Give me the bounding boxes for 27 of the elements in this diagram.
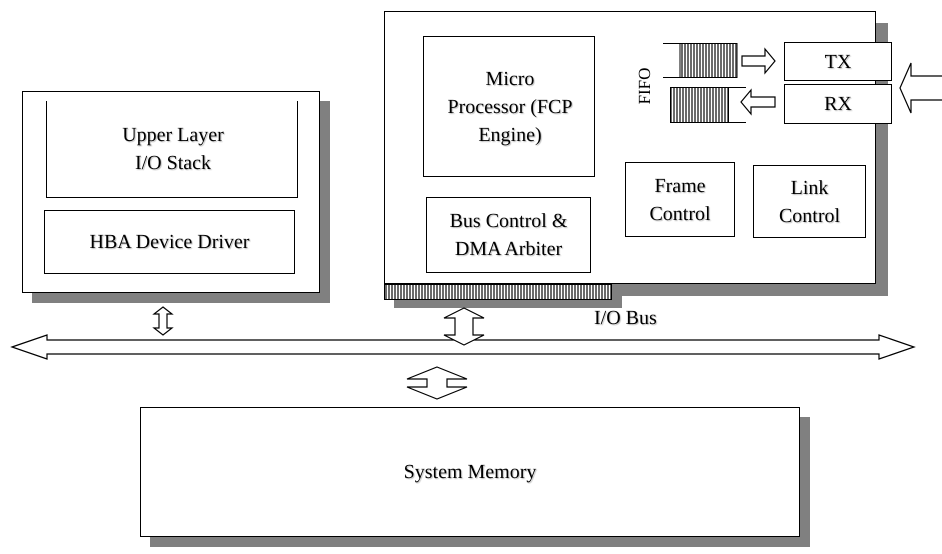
fifo-buffer (670, 87, 746, 123)
box-label: System Memory (402, 460, 538, 485)
process-box (784, 42, 892, 81)
process-box (625, 162, 735, 237)
fifo-buffer (663, 43, 738, 78)
process-box (784, 84, 892, 124)
block-arrow (406, 366, 468, 400)
bus-label: I/O Bus (594, 306, 657, 331)
stack-box (46, 101, 298, 198)
box-label: Link Control (778, 176, 842, 228)
block-arrow (899, 62, 942, 114)
fifo-label: FIFO (635, 68, 655, 104)
box-label: Micro Processor (FCP Engine) (446, 66, 574, 148)
process-box (423, 36, 595, 177)
box-label: Frame Control (648, 174, 712, 226)
block-arrow (741, 47, 776, 75)
box-label: HBA Device Driver (88, 230, 250, 255)
process-box (753, 165, 866, 238)
block-arrow (740, 88, 776, 116)
process-box (44, 210, 295, 274)
box-label: Bus Control & DMA Arbiter (448, 209, 568, 262)
box-label: TX (824, 50, 852, 74)
box-label: RX (823, 92, 853, 117)
box-label: Upper Layer I/O Stack (121, 123, 225, 176)
block-arrow (152, 306, 174, 336)
process-box (426, 197, 591, 273)
block-arrow (443, 307, 485, 346)
